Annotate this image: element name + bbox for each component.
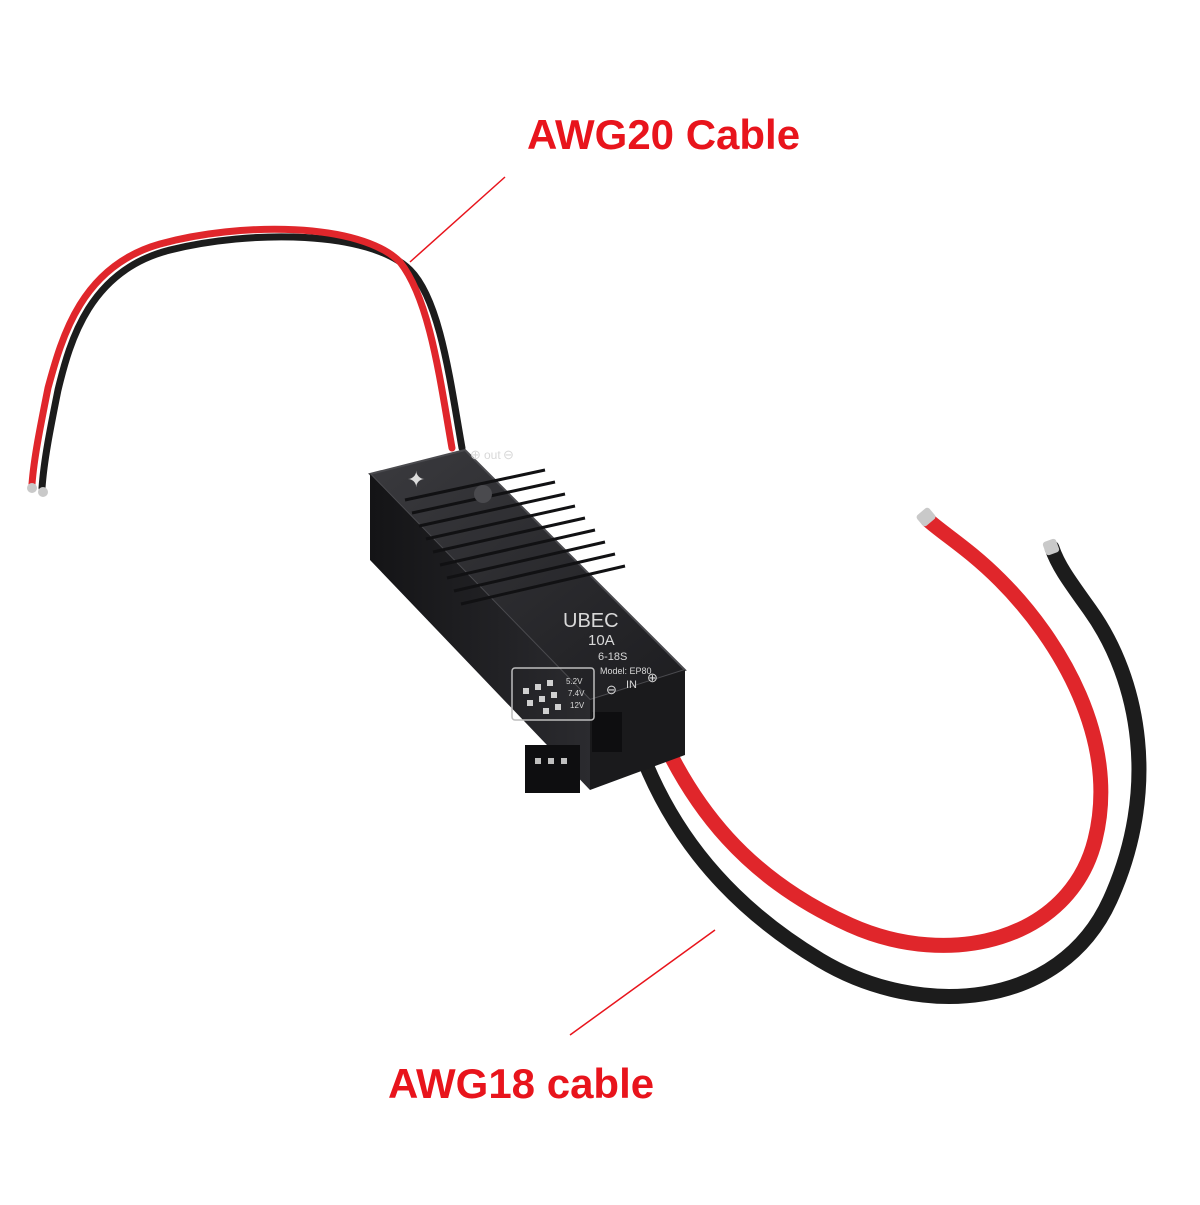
voltage-option: 7.4V — [568, 689, 585, 698]
callout-line-top — [409, 176, 506, 263]
servo-connector — [525, 745, 580, 793]
ubec-module: ✦ — [368, 448, 687, 793]
callout-line-bottom — [569, 929, 716, 1036]
voltage-option: 5.2V — [566, 677, 583, 686]
input-cable — [622, 507, 1147, 1004]
voltage-option: 12V — [570, 701, 585, 710]
logo-icon: ✦ — [407, 467, 425, 492]
device-current: 10A — [588, 632, 615, 649]
device-model: Model: EP80 — [600, 666, 652, 676]
heatsink-fins — [404, 468, 626, 606]
out-label: out — [484, 448, 501, 462]
out-minus-symbol: ⊖ — [503, 447, 514, 462]
voltage-selector: 5.2V 7.4V 12V — [511, 667, 595, 721]
wire-tip — [1042, 538, 1060, 556]
in-label: IN — [626, 679, 637, 691]
output-cable — [27, 225, 466, 497]
in-minus-symbol: ⊖ — [606, 682, 617, 697]
awg18-callout-label: AWG18 cable — [388, 1060, 655, 1107]
out-plus-symbol: ⊕ — [470, 447, 481, 462]
wire-tip — [27, 483, 37, 493]
device-name: UBEC — [563, 610, 619, 632]
device-cells: 6-18S — [598, 651, 627, 663]
status-led — [474, 485, 492, 503]
in-plus-symbol: ⊕ — [647, 670, 658, 685]
awg20-callout-label: AWG20 Cable — [527, 111, 801, 158]
wire-tip — [38, 487, 48, 497]
wire-tip — [916, 507, 936, 527]
